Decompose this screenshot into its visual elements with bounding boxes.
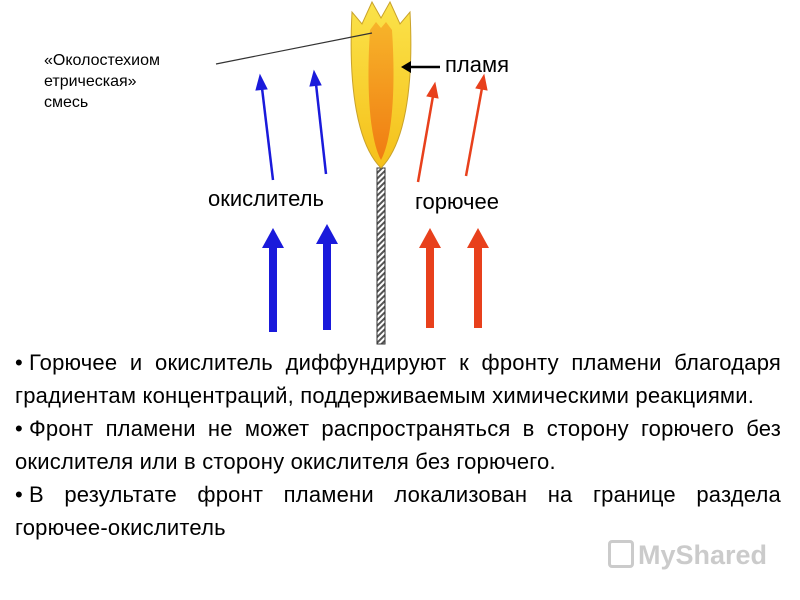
mixture-label: «Околостехиом етрическая» смесь	[44, 50, 160, 113]
flame-diagram	[215, 0, 489, 345]
bullet-item: •Горючее и окислитель диффундируют к фро…	[15, 346, 781, 412]
burner-tube	[376, 167, 386, 345]
mixture-label-line-3: смесь	[44, 94, 89, 111]
bullet-dot-icon: •	[15, 350, 23, 375]
fuel-diffusion-arrows	[416, 73, 488, 183]
watermark-text: MyShared	[638, 540, 768, 570]
mix-pointer-line	[215, 32, 373, 65]
bullet-item: •В результате фронт пламени локализован …	[15, 478, 781, 544]
bullet-list: •Горючее и окислитель диффундируют к фро…	[15, 346, 781, 544]
flame-pointer-arrow	[401, 61, 440, 73]
bullet-item: •Фронт пламени не может распространяться…	[15, 412, 781, 478]
mixture-label-line-1: «Околостехиом	[44, 52, 161, 69]
flame	[350, 0, 412, 169]
bullet-dot-icon: •	[15, 482, 23, 507]
bullet-text: Горючее и окислитель диффундируют к фрон…	[15, 350, 781, 408]
flame-label: пламя	[445, 52, 510, 77]
fuel-flow-arrows	[419, 228, 489, 328]
oxidizer-diffusion-arrows	[255, 69, 328, 181]
bullet-text: В результате фронт пламени локализован н…	[15, 482, 781, 540]
watermark: MyShared	[608, 540, 767, 571]
fuel-label: горючее	[415, 189, 499, 214]
oxidizer-flow-arrows	[262, 224, 338, 332]
bullet-dot-icon: •	[15, 416, 23, 441]
bullet-text: Фронт пламени не может распространяться …	[15, 416, 781, 474]
mixture-label-line-2: етрическая»	[44, 73, 137, 90]
oxidizer-label: окислитель	[208, 186, 324, 211]
watermark-logo-icon	[608, 540, 634, 568]
